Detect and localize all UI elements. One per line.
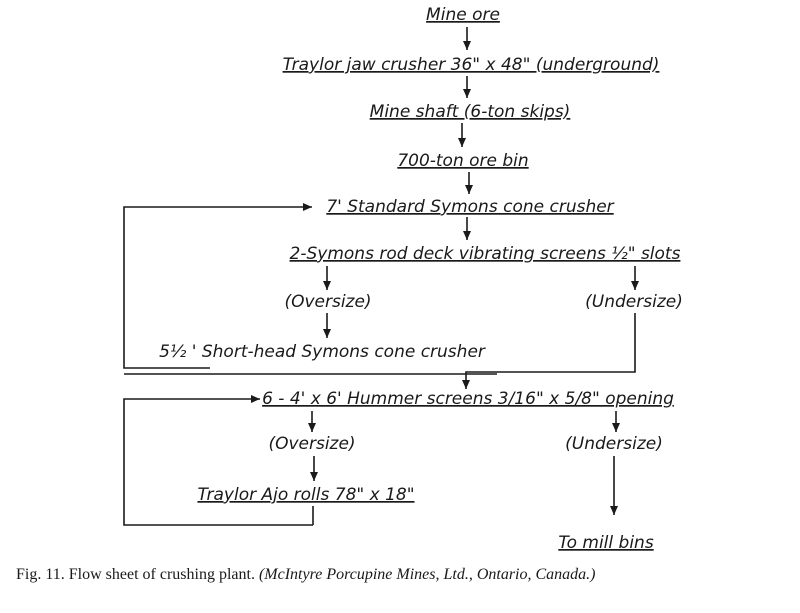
node-short-head-crusher: 5½ ' Short-head Symons cone crusher bbox=[159, 342, 486, 362]
node-rod-deck-screens: 2-Symons rod deck vibrating screens ½" s… bbox=[290, 244, 681, 264]
node-jaw-crusher: Traylor jaw crusher 36" x 48" (undergrou… bbox=[283, 55, 660, 75]
node-undersize-2: (Undersize) bbox=[565, 434, 663, 454]
caption-label: Fig. 11. bbox=[16, 566, 65, 583]
node-undersize-1: (Undersize) bbox=[585, 292, 683, 312]
node-mill-bins: To mill bins bbox=[558, 533, 654, 553]
node-ajo-rolls: Traylor Ajo rolls 78" x 18" bbox=[197, 485, 414, 505]
loop-short-head-to-cone-crusher bbox=[123, 203, 312, 369]
node-oversize-2: (Oversize) bbox=[268, 434, 355, 454]
node-cone-crusher: 7' Standard Symons cone crusher bbox=[326, 197, 614, 217]
node-oversize-1: (Oversize) bbox=[284, 292, 371, 312]
figure-caption: Fig. 11. Flow sheet of crushing plant. (… bbox=[16, 563, 791, 586]
caption-source: (McIntyre Porcupine Mines, Ltd., Ontario… bbox=[258, 566, 596, 583]
node-mine-ore: Mine ore bbox=[426, 5, 500, 25]
node-hummer-screens: 6 - 4' x 6' Hummer screens 3/16" x 5/8" … bbox=[262, 389, 674, 409]
caption-text: Flow sheet of crushing plant. bbox=[68, 566, 255, 583]
node-ore-bin: 700-ton ore bin bbox=[397, 151, 528, 171]
node-mine-shaft: Mine shaft (6-ton skips) bbox=[370, 102, 571, 122]
loop-ajo-to-hummer bbox=[123, 395, 313, 526]
arrow-undersize-to-hummer bbox=[462, 313, 636, 389]
